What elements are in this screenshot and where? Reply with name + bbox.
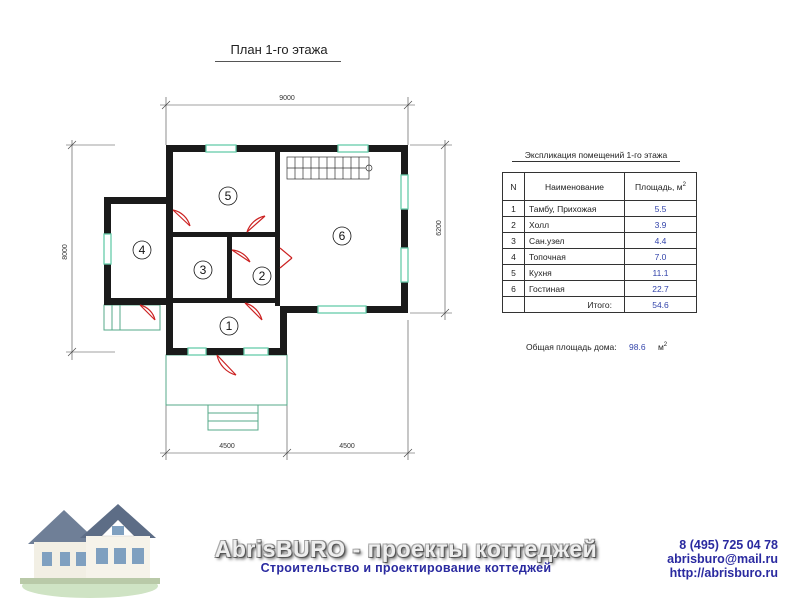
dimension-bottom-right: 4500 — [339, 443, 355, 450]
row-area: 7.0 — [624, 248, 697, 265]
room-number-6: 6 — [339, 229, 346, 243]
header-name: Наименование — [524, 172, 625, 201]
explication-table: N Наименование Площадь, м2 1 Тамбу, Прих… — [502, 172, 697, 313]
row-name: Тамбу, Прихожая — [524, 200, 625, 217]
dimension-lines — [66, 97, 452, 460]
room-markers — [132, 186, 352, 336]
row-area: 5.5 — [624, 200, 697, 217]
doors — [139, 209, 293, 376]
dimension-bottom-left: 4500 — [219, 443, 235, 450]
header-area-label: Площадь, м — [635, 181, 683, 192]
row-no: 6 — [502, 280, 525, 297]
row-no: 3 — [502, 232, 525, 249]
table-header-row: N Наименование Площадь, м2 — [502, 172, 697, 201]
row-no: 5 — [502, 264, 525, 281]
header-area: Площадь, м2 — [624, 172, 697, 201]
house-total-unit: м — [657, 342, 664, 352]
dimension-top: 9000 — [279, 95, 295, 102]
house-total-value: 98.6 — [629, 342, 646, 352]
house-total-label: Общая площадь дома: — [526, 342, 617, 352]
row-name: Кухня — [524, 264, 625, 281]
table-total-row: Итого: 54.6 — [502, 296, 697, 313]
row-name: Топочная — [524, 248, 625, 265]
row-area: 4.4 — [624, 232, 697, 249]
table-row: 5 Кухня 11.1 — [502, 264, 697, 281]
dimension-left: 8000 — [62, 244, 69, 260]
row-area: 22.7 — [624, 280, 697, 297]
contact-website[interactable]: http://abrisburo.ru — [669, 566, 778, 580]
plan-title-underline — [215, 61, 341, 62]
house-total-area: Общая площадь дома: 98.6 м2 — [526, 342, 667, 352]
contact-phone: 8 (495) 725 04 78 — [679, 538, 778, 552]
windows — [103, 144, 409, 356]
row-name: Гостиная — [524, 280, 625, 297]
row-name: Сан.узел — [524, 232, 625, 249]
plan-title: План 1-го этажа — [230, 42, 328, 57]
room-number-2: 2 — [259, 269, 266, 283]
porch-lines — [103, 304, 288, 431]
row-no: 2 — [502, 216, 525, 233]
room-number-4: 4 — [139, 243, 146, 257]
brand-name: AbrisBURO - проекты коттеджей — [214, 536, 598, 562]
table-row: 1 Тамбу, Прихожая 5.5 — [502, 200, 697, 217]
header-area-sup: 2 — [682, 181, 686, 188]
row-no: 1 — [502, 200, 525, 217]
brand-tagline: Строительство и проектирование коттеджей — [260, 561, 552, 575]
room-number-1: 1 — [226, 319, 233, 333]
table-row: 4 Топочная 7.0 — [502, 248, 697, 265]
house-total-sup: 2 — [663, 342, 668, 349]
room-number-5: 5 — [225, 189, 232, 203]
explication-title: Экспликация помещений 1-го этажа — [524, 150, 668, 160]
table-row: 3 Сан.узел 4.4 — [502, 232, 697, 249]
contact-email[interactable]: abrisburo@mail.ru — [667, 552, 778, 566]
total-label: Итого: — [524, 296, 625, 313]
row-no: 4 — [502, 248, 525, 265]
stairs — [286, 156, 373, 180]
table-row: 6 Гостиная 22.7 — [502, 280, 697, 297]
dimension-right: 6200 — [436, 220, 443, 236]
room-number-3: 3 — [200, 263, 207, 277]
row-name: Холл — [524, 216, 625, 233]
row-area: 3.9 — [624, 216, 697, 233]
total-value: 54.6 — [624, 296, 697, 313]
header-no: N — [502, 172, 525, 201]
row-area: 11.1 — [624, 264, 697, 281]
table-row: 2 Холл 3.9 — [502, 216, 697, 233]
explication-title-underline — [512, 161, 680, 162]
cottage-illustration — [20, 504, 160, 598]
total-no-cell — [502, 296, 525, 313]
